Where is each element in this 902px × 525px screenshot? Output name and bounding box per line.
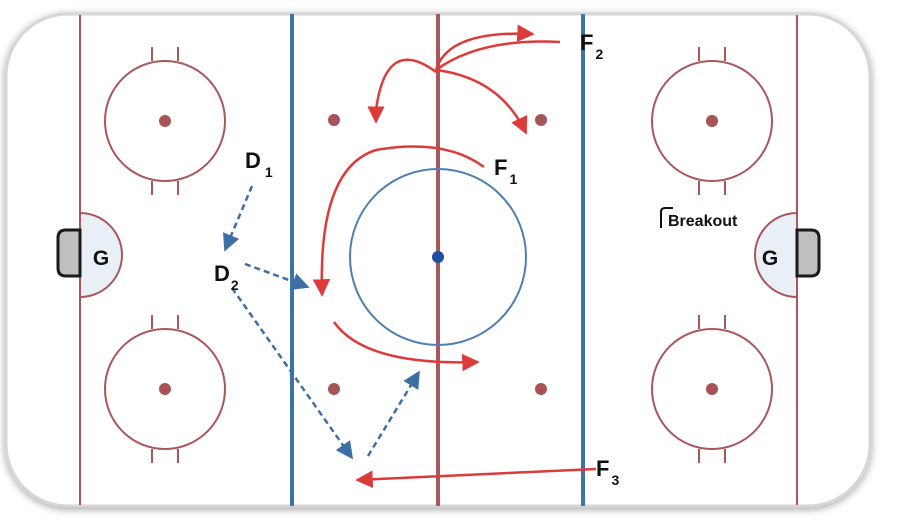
d1-pass-path <box>223 185 254 252</box>
faceoff-dot <box>706 383 718 395</box>
player-letter: F <box>494 155 507 180</box>
f2-skate-path <box>367 58 437 124</box>
right-goal-crease <box>754 211 798 299</box>
f2-skate-path <box>434 24 535 71</box>
right-goalie-label: G <box>762 247 778 270</box>
breakout-label: Breakout <box>668 213 738 230</box>
faceoff-circle <box>651 47 773 195</box>
center-ice-circle <box>349 168 527 346</box>
player-subscript: 3 <box>611 472 619 488</box>
d2-pass-path <box>230 287 354 460</box>
faceoff-dot <box>159 115 171 127</box>
neutral-faceoff-dot <box>328 383 340 395</box>
breakout-bracket <box>660 207 673 228</box>
player-letter: F <box>596 456 609 481</box>
left-goalie-label: G <box>93 247 109 270</box>
center-ice-dot <box>432 251 444 263</box>
left-goal-crease <box>79 211 123 299</box>
right-goal-net <box>795 228 821 278</box>
neutral-faceoff-dot <box>535 383 547 395</box>
player-letter: D <box>214 261 230 286</box>
neutral-faceoff-dot <box>535 114 547 126</box>
player-letter: F <box>580 30 593 55</box>
f3-skate-path <box>355 467 597 489</box>
faceoff-dot <box>159 383 171 395</box>
left-goal-net <box>56 228 82 278</box>
player-subscript: 2 <box>231 277 239 293</box>
d2-pass-path <box>366 370 421 457</box>
f1-skate-path <box>312 145 485 297</box>
player-subscript: 1 <box>265 164 273 180</box>
faceoff-circle <box>104 315 226 463</box>
faceoff-circle <box>651 315 773 463</box>
f1-skate-path <box>332 321 480 372</box>
player-subscript: 1 <box>509 171 517 187</box>
neutral-faceoff-dot <box>328 114 340 126</box>
player-subscript: 2 <box>595 46 603 62</box>
faceoff-circle <box>104 47 226 195</box>
f2-skate-path <box>435 68 528 135</box>
f2-skate-path <box>435 40 561 72</box>
faceoff-dot <box>706 115 718 127</box>
player-label-d2: D2 <box>214 261 239 293</box>
d2-pass-path <box>244 262 310 290</box>
player-letter: D <box>245 148 261 173</box>
